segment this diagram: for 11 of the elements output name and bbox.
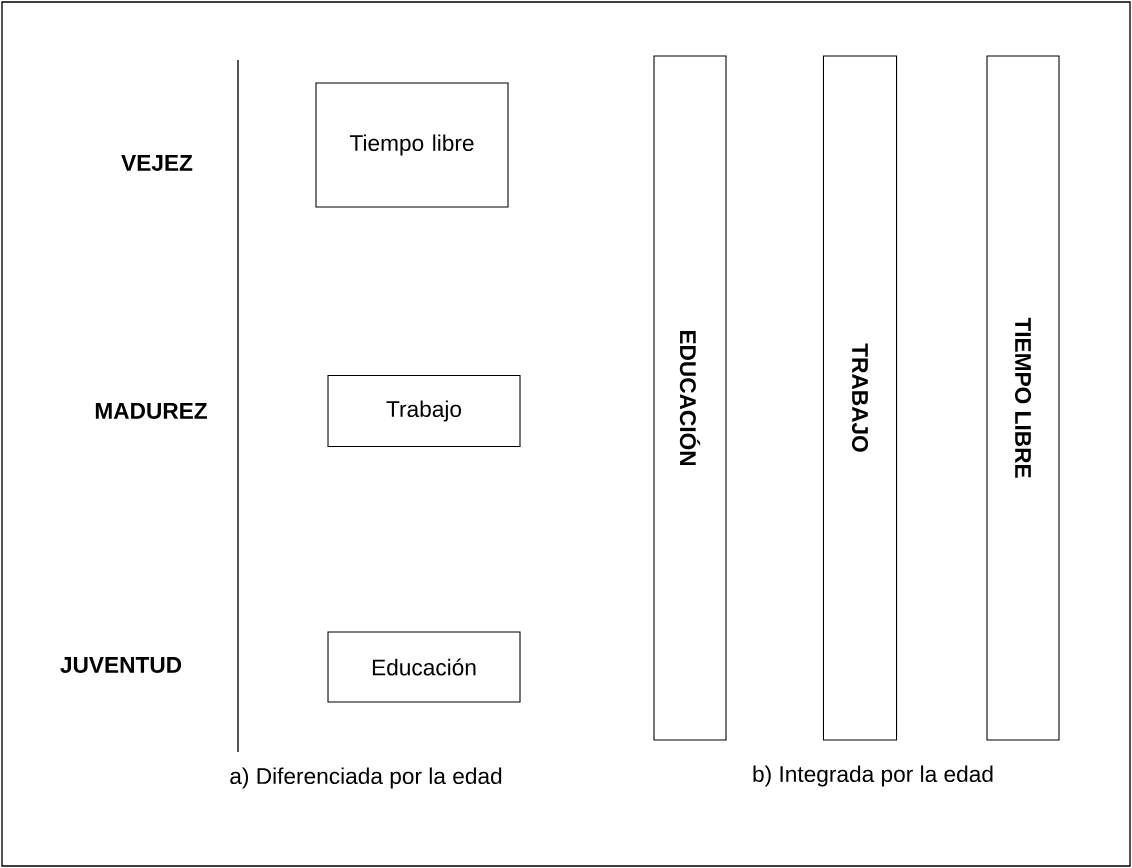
activity-box: Trabajo (327, 375, 521, 447)
stage-label: JUVENTUD (60, 657, 182, 673)
activity-box: Tiempo libre (315, 82, 509, 208)
activity-bar: TIEMPO LIBRE (986, 55, 1060, 741)
activity-bar: EDUCACIÓN (653, 55, 727, 741)
stage-label: VEJEZ (121, 155, 193, 171)
activity-bar: TRABAJO (822, 55, 898, 741)
activity-box: Educación (327, 631, 521, 703)
stage-label: MADUREZ (95, 403, 207, 419)
panel-caption: b) Integrada por la edad (753, 765, 993, 787)
panel-caption: a) Diferenciada por la edad (230, 767, 502, 789)
